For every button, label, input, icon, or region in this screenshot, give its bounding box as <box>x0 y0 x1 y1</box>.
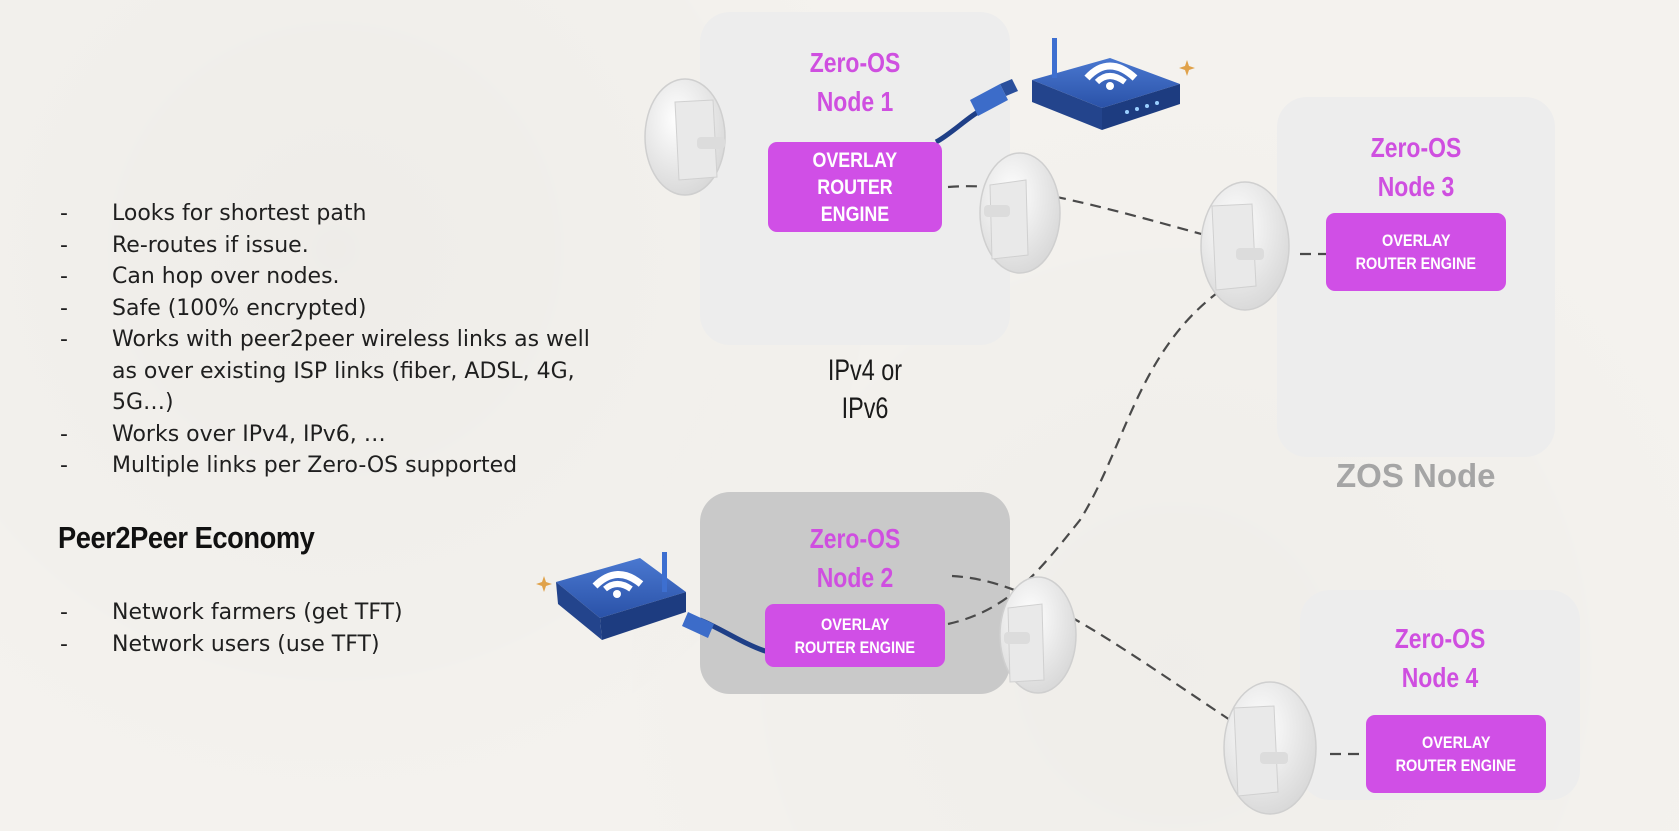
feature-list: Looks for shortest path Re-routes if iss… <box>58 198 618 482</box>
ethernet-cable-icon <box>682 612 769 655</box>
feature-item: Looks for shortest path <box>58 198 618 230</box>
wireless-antenna-icon <box>979 152 1061 274</box>
node-2-title: Zero-OS Node 2 <box>809 523 901 593</box>
wireless-antenna-icon <box>1223 681 1317 815</box>
feature-item: Safe (100% encrypted) <box>58 293 618 325</box>
node-1-router-engine: OVERLAY ROUTER ENGINE <box>768 142 942 232</box>
node-1-title: Zero-OS Node 1 <box>809 47 901 117</box>
wireless-antenna-icon <box>999 576 1077 694</box>
zos-node-label: ZOS Node <box>1336 457 1496 494</box>
economy-item: Network farmers (get TFT) <box>58 597 618 629</box>
feature-item: Works over IPv4, IPv6, … <box>58 419 618 451</box>
node-3-router-engine: OVERLAY ROUTER ENGINE <box>1326 213 1506 291</box>
feature-item: Re-routes if issue. <box>58 230 618 262</box>
feature-item: Multiple links per Zero-OS supported <box>58 450 618 482</box>
wireless-antenna-icon <box>644 78 726 196</box>
node-4-title: Zero-OS Node 4 <box>1394 623 1486 693</box>
wifi-router-icon <box>536 552 686 640</box>
link-node2-node3 <box>947 271 1251 626</box>
ethernet-cable-icon <box>934 79 1018 145</box>
link-node2-node4 <box>951 574 1231 721</box>
wireless-antenna-icon <box>1200 181 1290 311</box>
node-3-title: Zero-OS Node 3 <box>1370 132 1462 202</box>
node-2-router-engine: OVERLAY ROUTER ENGINE <box>765 604 945 667</box>
economy-heading: Peer2Peer Economy <box>58 520 315 555</box>
ip-version-label: IPv4 or IPv6 <box>827 354 903 425</box>
wifi-router-icon <box>1032 38 1195 130</box>
economy-item: Network users (use TFT) <box>58 629 618 661</box>
feature-item: Works with peer2peer wireless links as w… <box>58 324 618 419</box>
node-4-router-engine: OVERLAY ROUTER ENGINE <box>1366 715 1546 793</box>
economy-list: Network farmers (get TFT) Network users … <box>58 597 618 660</box>
feature-item: Can hop over nodes. <box>58 261 618 293</box>
